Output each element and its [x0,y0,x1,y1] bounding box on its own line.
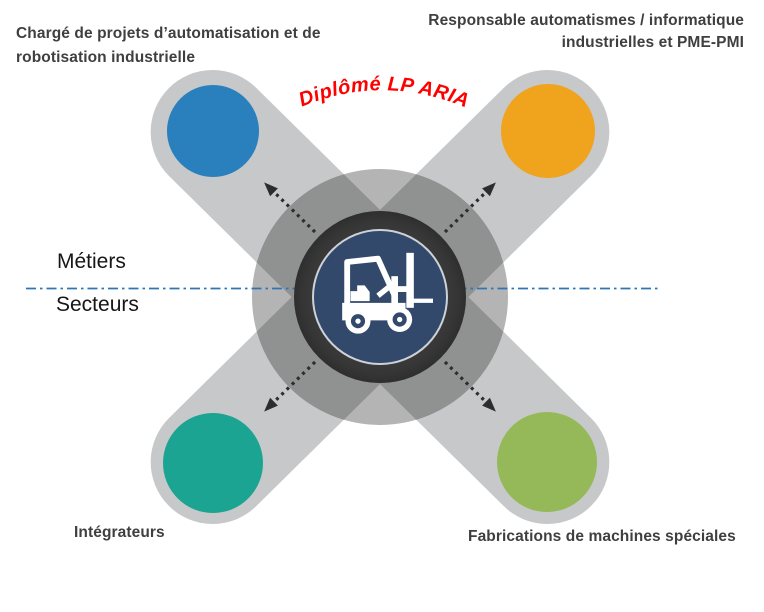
forklift-icon [342,252,433,334]
arrow-line-bottom-left [272,360,317,404]
axis-label-secteurs: Secteurs [56,293,139,316]
arrowhead-top-left-icon [264,182,278,197]
arrow-line-top-left [272,190,317,234]
label-bottom-right: Fabrications de machines spéciales [468,528,736,545]
arrowhead-top-right-icon [482,182,496,197]
arrowhead-bottom-right-icon [482,397,496,412]
arrow-line-bottom-right [443,360,488,404]
arrow-line-top-right [443,190,488,234]
arrowhead-bottom-left-icon [264,397,278,412]
node-bottom-left [163,413,263,513]
banner-text: Diplômé LP ARIA [296,73,473,112]
label-top-left: Chargé de projets d’automatisation et de… [16,25,321,66]
label-bottom-left: Intégrateurs [74,524,165,541]
node-top-left [167,85,259,177]
label-top-right: Responsable automatismes / informatique … [428,12,744,51]
node-top-right [501,84,595,178]
node-bottom-right [497,412,597,512]
axis-label-metiers: Métiers [57,250,126,273]
banner-textpath: Diplômé LP ARIA [296,73,472,112]
